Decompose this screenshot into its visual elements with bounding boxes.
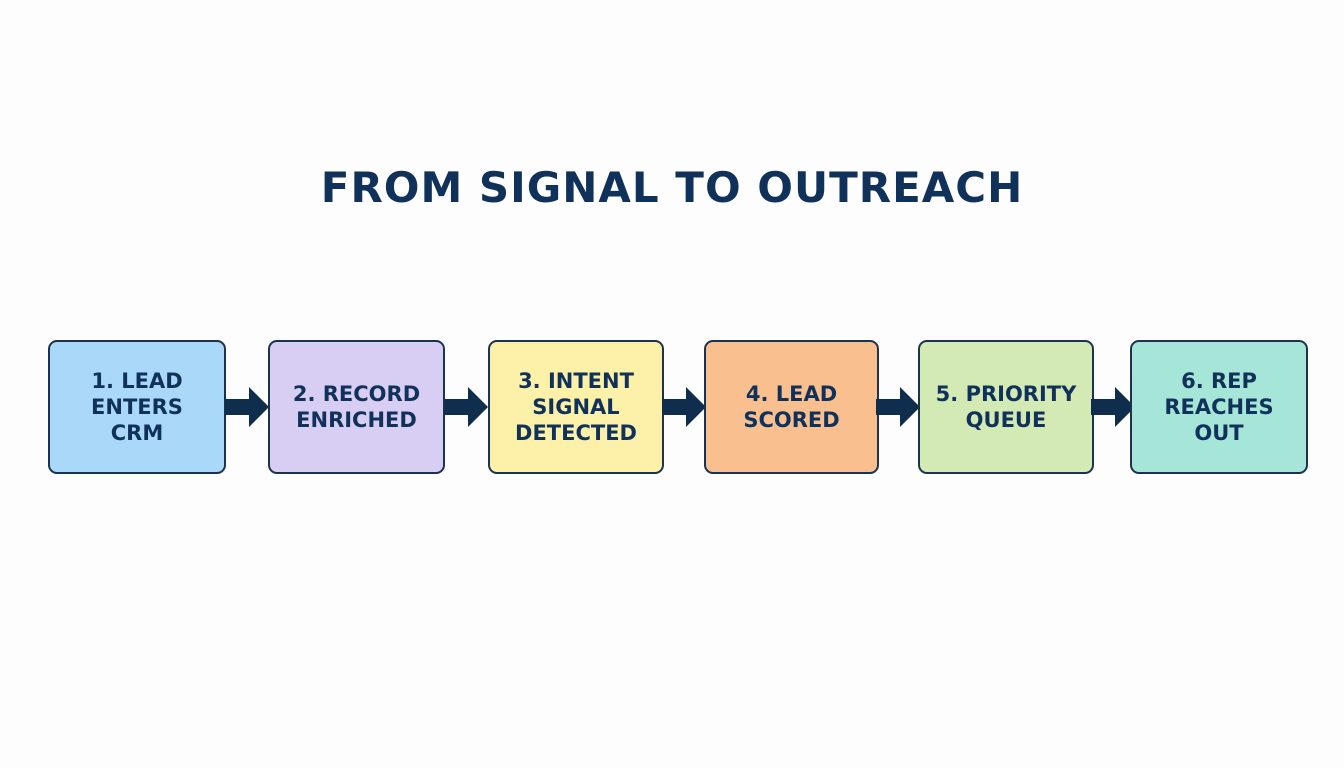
step-label: 5. PRIORITY QUEUE xyxy=(935,382,1077,432)
step-intent-signal-detected: 3. INTENT SIGNAL DETECTED xyxy=(488,340,664,474)
diagram-title: FROM SIGNAL TO OUTREACH xyxy=(320,163,1024,212)
step-record-enriched: 2. RECORD ENRICHED xyxy=(268,340,445,474)
step-label: 1. LEAD ENTERS CRM xyxy=(91,369,183,445)
step-label: 4. LEAD SCORED xyxy=(743,382,840,432)
step-priority-queue: 5. PRIORITY QUEUE xyxy=(918,340,1094,474)
step-lead-scored: 4. LEAD SCORED xyxy=(704,340,879,474)
right-arrow-icon xyxy=(444,387,488,427)
step-label: 6. REP REACHES OUT xyxy=(1164,369,1274,445)
right-arrow-icon xyxy=(876,387,920,427)
right-arrow-icon xyxy=(662,387,706,427)
step-label: 3. INTENT SIGNAL DETECTED xyxy=(515,369,637,445)
step-lead-enters-crm: 1. LEAD ENTERS CRM xyxy=(48,340,226,474)
step-label: 2. RECORD ENRICHED xyxy=(292,382,421,432)
step-rep-reaches-out: 6. REP REACHES OUT xyxy=(1130,340,1308,474)
right-arrow-icon xyxy=(225,387,269,427)
right-arrow-icon xyxy=(1091,387,1135,427)
